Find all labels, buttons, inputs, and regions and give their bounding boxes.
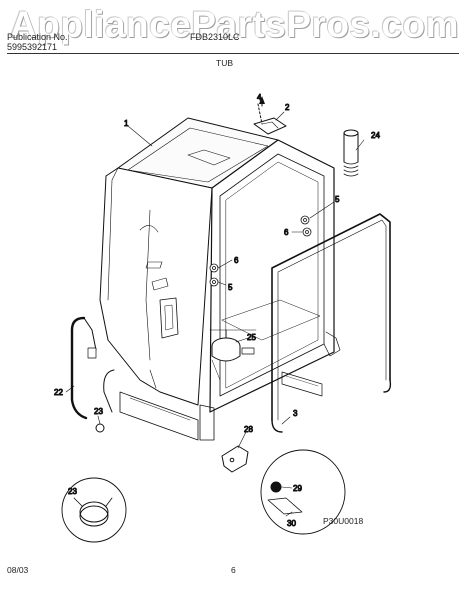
callout-22: 22 — [54, 388, 63, 397]
watermark: AppliancePartsPros.com — [10, 4, 459, 45]
publication-number: 5995392171 — [7, 42, 58, 52]
callout-5a: 5 — [335, 195, 340, 204]
leader-lines — [65, 111, 365, 517]
inlet-hose-part — [343, 129, 359, 177]
mounting-bracket-part — [221, 445, 249, 473]
model-number: FDB2310LC — [190, 32, 240, 42]
diagram-code: P30U0018 — [323, 516, 364, 526]
callout-29: 29 — [293, 484, 302, 493]
callout-1: 1 — [124, 119, 129, 128]
bracket-part — [253, 96, 287, 135]
callout-4: 4 — [257, 93, 262, 102]
callout-28: 28 — [244, 425, 253, 434]
page-number: 6 — [231, 565, 236, 575]
callout-2: 2 — [285, 103, 290, 112]
door-gasket-part — [271, 213, 392, 433]
tub-part — [99, 117, 341, 441]
callout-3: 3 — [293, 409, 298, 418]
callout-25: 25 — [247, 333, 256, 342]
section-title: TUB — [216, 58, 233, 68]
callout-6a: 6 — [284, 228, 289, 237]
float-part — [211, 329, 255, 362]
callout-23a: 23 — [94, 407, 103, 416]
callout-23b: 23 — [68, 487, 77, 496]
callout-24: 24 — [371, 131, 380, 140]
callout-30: 30 — [287, 519, 296, 528]
callout-5b: 5 — [228, 283, 233, 292]
clamp-inset — [61, 477, 127, 543]
footer-date: 08/03 — [7, 565, 29, 575]
fastener-parts — [209, 215, 312, 287]
publication-label: Publication No. — [7, 32, 68, 42]
drain-hose-part — [70, 316, 105, 433]
header-rule — [7, 53, 459, 54]
callout-6b: 6 — [234, 256, 239, 265]
screw-inset — [260, 449, 346, 535]
